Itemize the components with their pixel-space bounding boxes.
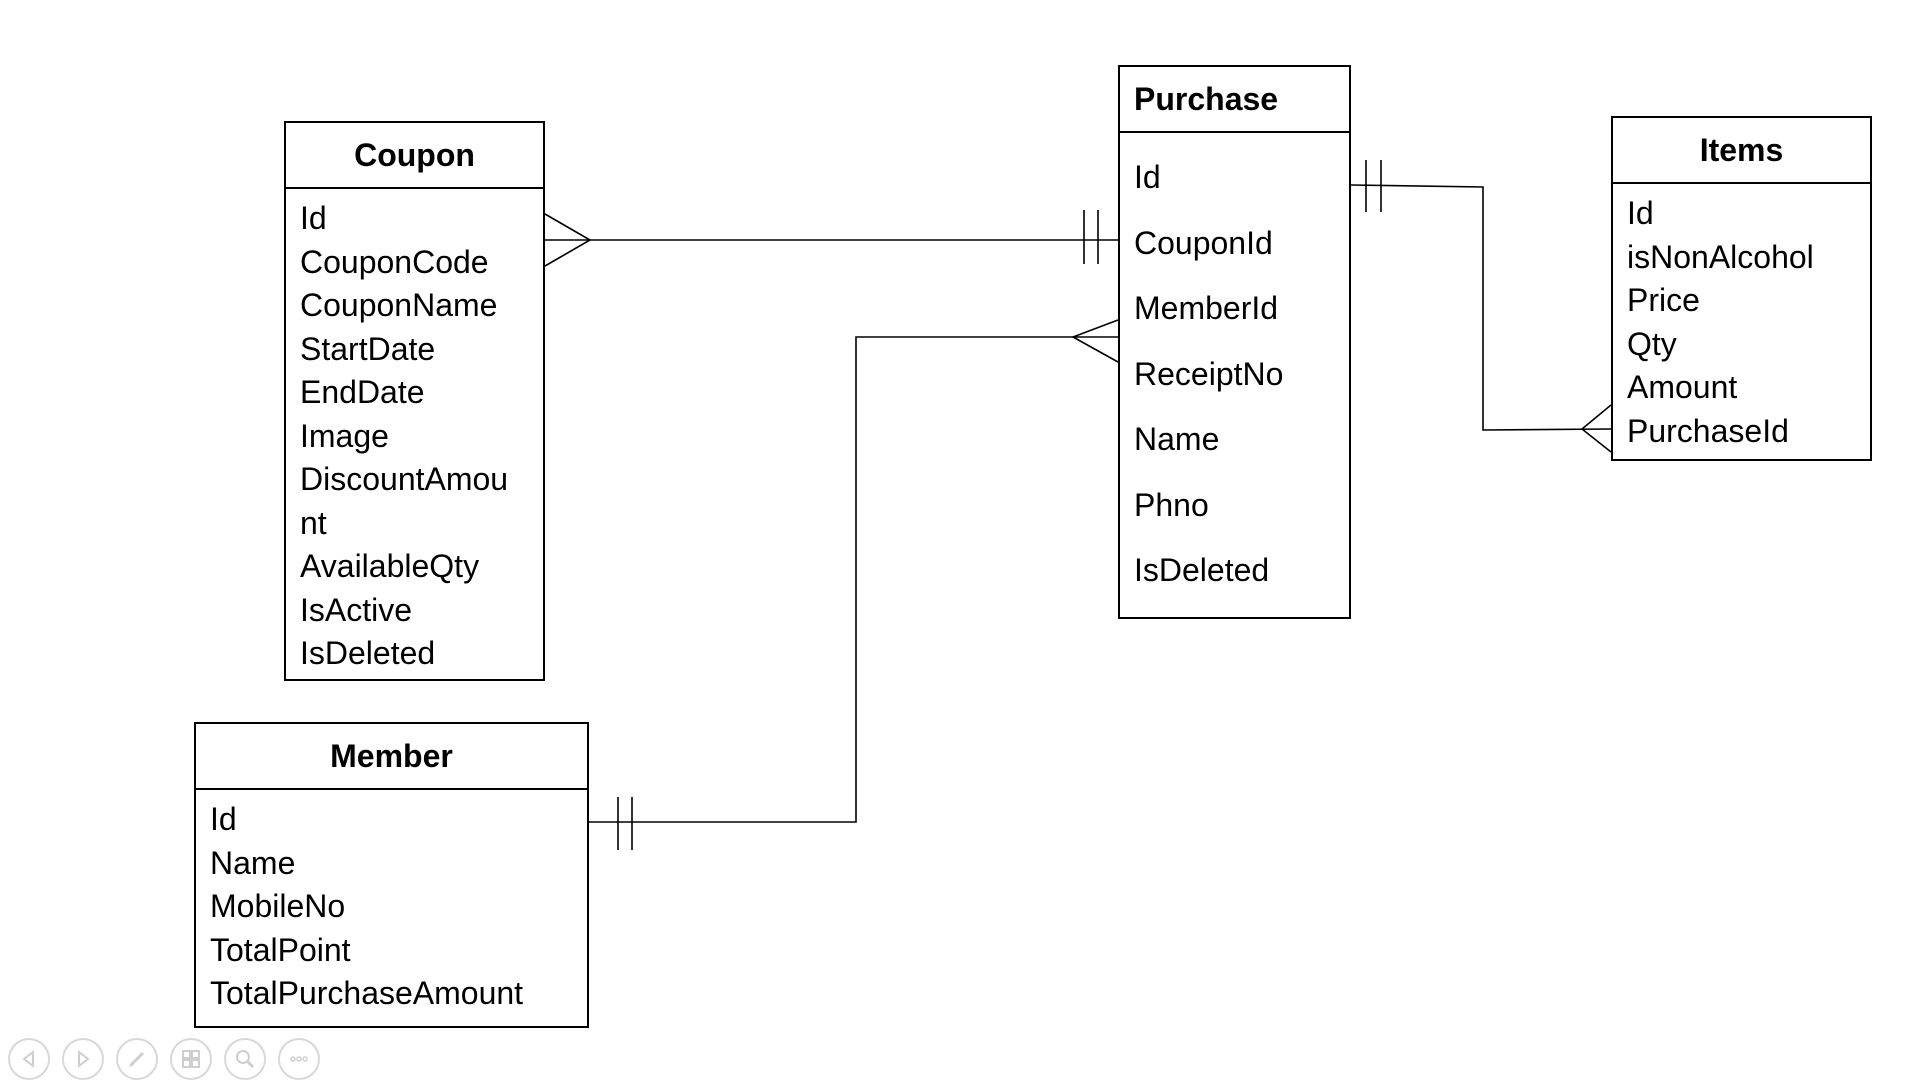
- field: Name: [210, 844, 296, 881]
- field: Name: [1134, 421, 1220, 457]
- field-list: Id CouponId MemberId ReceiptNo Name Phno…: [1120, 133, 1349, 604]
- field: TotalPurchaseAmount: [210, 975, 524, 1011]
- previous-button[interactable]: [8, 1038, 50, 1080]
- field-list: Id CouponCode CouponName StartDate EndDa…: [286, 189, 543, 676]
- pen-icon: [129, 1051, 145, 1067]
- slideshow-controls: [8, 1038, 320, 1080]
- field: PurchaseId: [1627, 412, 1789, 449]
- more-options-button[interactable]: [278, 1038, 320, 1080]
- field: StartDate: [300, 330, 436, 367]
- previous-icon: [22, 1049, 34, 1069]
- field: Id: [1134, 159, 1161, 195]
- field: IsDeleted: [300, 635, 436, 671]
- more-options-icon: [290, 1056, 308, 1062]
- entity-title: Member: [196, 724, 587, 790]
- pen-button[interactable]: [116, 1038, 158, 1080]
- field: CouponId: [1134, 224, 1273, 261]
- entity-items: Items Id isNonAlcohol Price Qty Amount P…: [1611, 116, 1872, 461]
- entity-title: Coupon: [286, 123, 543, 189]
- entity-coupon: Coupon Id CouponCode CouponName StartDat…: [284, 121, 545, 681]
- relationship-coupon-purchase: [544, 210, 1118, 267]
- next-icon: [78, 1049, 90, 1069]
- slides-grid-button[interactable]: [170, 1038, 212, 1080]
- field: Amount: [1627, 369, 1738, 405]
- field: Price: [1627, 282, 1700, 318]
- field: nt: [300, 504, 327, 541]
- field: IsDeleted: [1134, 552, 1270, 588]
- relationship-member-purchase: [589, 319, 1119, 850]
- field-list: Id isNonAlcohol Price Qty Amount Purchas…: [1613, 184, 1870, 453]
- entity-member: Member Id Name MobileNo TotalPoint Total…: [194, 722, 589, 1028]
- entity-title: Items: [1613, 118, 1870, 184]
- crow-foot-many: [1071, 319, 1119, 363]
- field: CouponCode: [300, 243, 489, 280]
- field: Id: [300, 200, 327, 236]
- field: CouponName: [300, 287, 498, 323]
- field: AvailableQty: [300, 548, 480, 584]
- field: Phno: [1134, 486, 1209, 523]
- field: MemberId: [1134, 290, 1279, 326]
- entity-purchase: Purchase Id CouponId MemberId ReceiptNo …: [1118, 65, 1351, 619]
- field: IsActive: [300, 591, 413, 628]
- field: EndDate: [300, 374, 425, 410]
- field: DiscountAmou: [300, 461, 509, 497]
- crow-foot-many: [1580, 404, 1612, 453]
- crow-foot-many: [544, 213, 592, 267]
- field: Image: [300, 417, 389, 454]
- entity-title: Purchase: [1120, 67, 1349, 133]
- slides-grid-icon: [182, 1050, 200, 1068]
- relationship-purchase-items: [1350, 160, 1612, 453]
- connector-line: [589, 336, 1118, 823]
- zoom-button[interactable]: [224, 1038, 266, 1080]
- field: Id: [210, 801, 237, 837]
- field: Qty: [1627, 325, 1677, 362]
- connector-line: [1350, 184, 1612, 431]
- zoom-icon: [236, 1050, 255, 1069]
- field: isNonAlcohol: [1627, 238, 1814, 275]
- next-button[interactable]: [62, 1038, 104, 1080]
- field: Id: [1627, 195, 1654, 231]
- field: MobileNo: [210, 888, 346, 924]
- field: TotalPoint: [210, 931, 351, 968]
- field-list: Id Name MobileNo TotalPoint TotalPurchas…: [196, 790, 587, 1016]
- field: ReceiptNo: [1134, 355, 1284, 392]
